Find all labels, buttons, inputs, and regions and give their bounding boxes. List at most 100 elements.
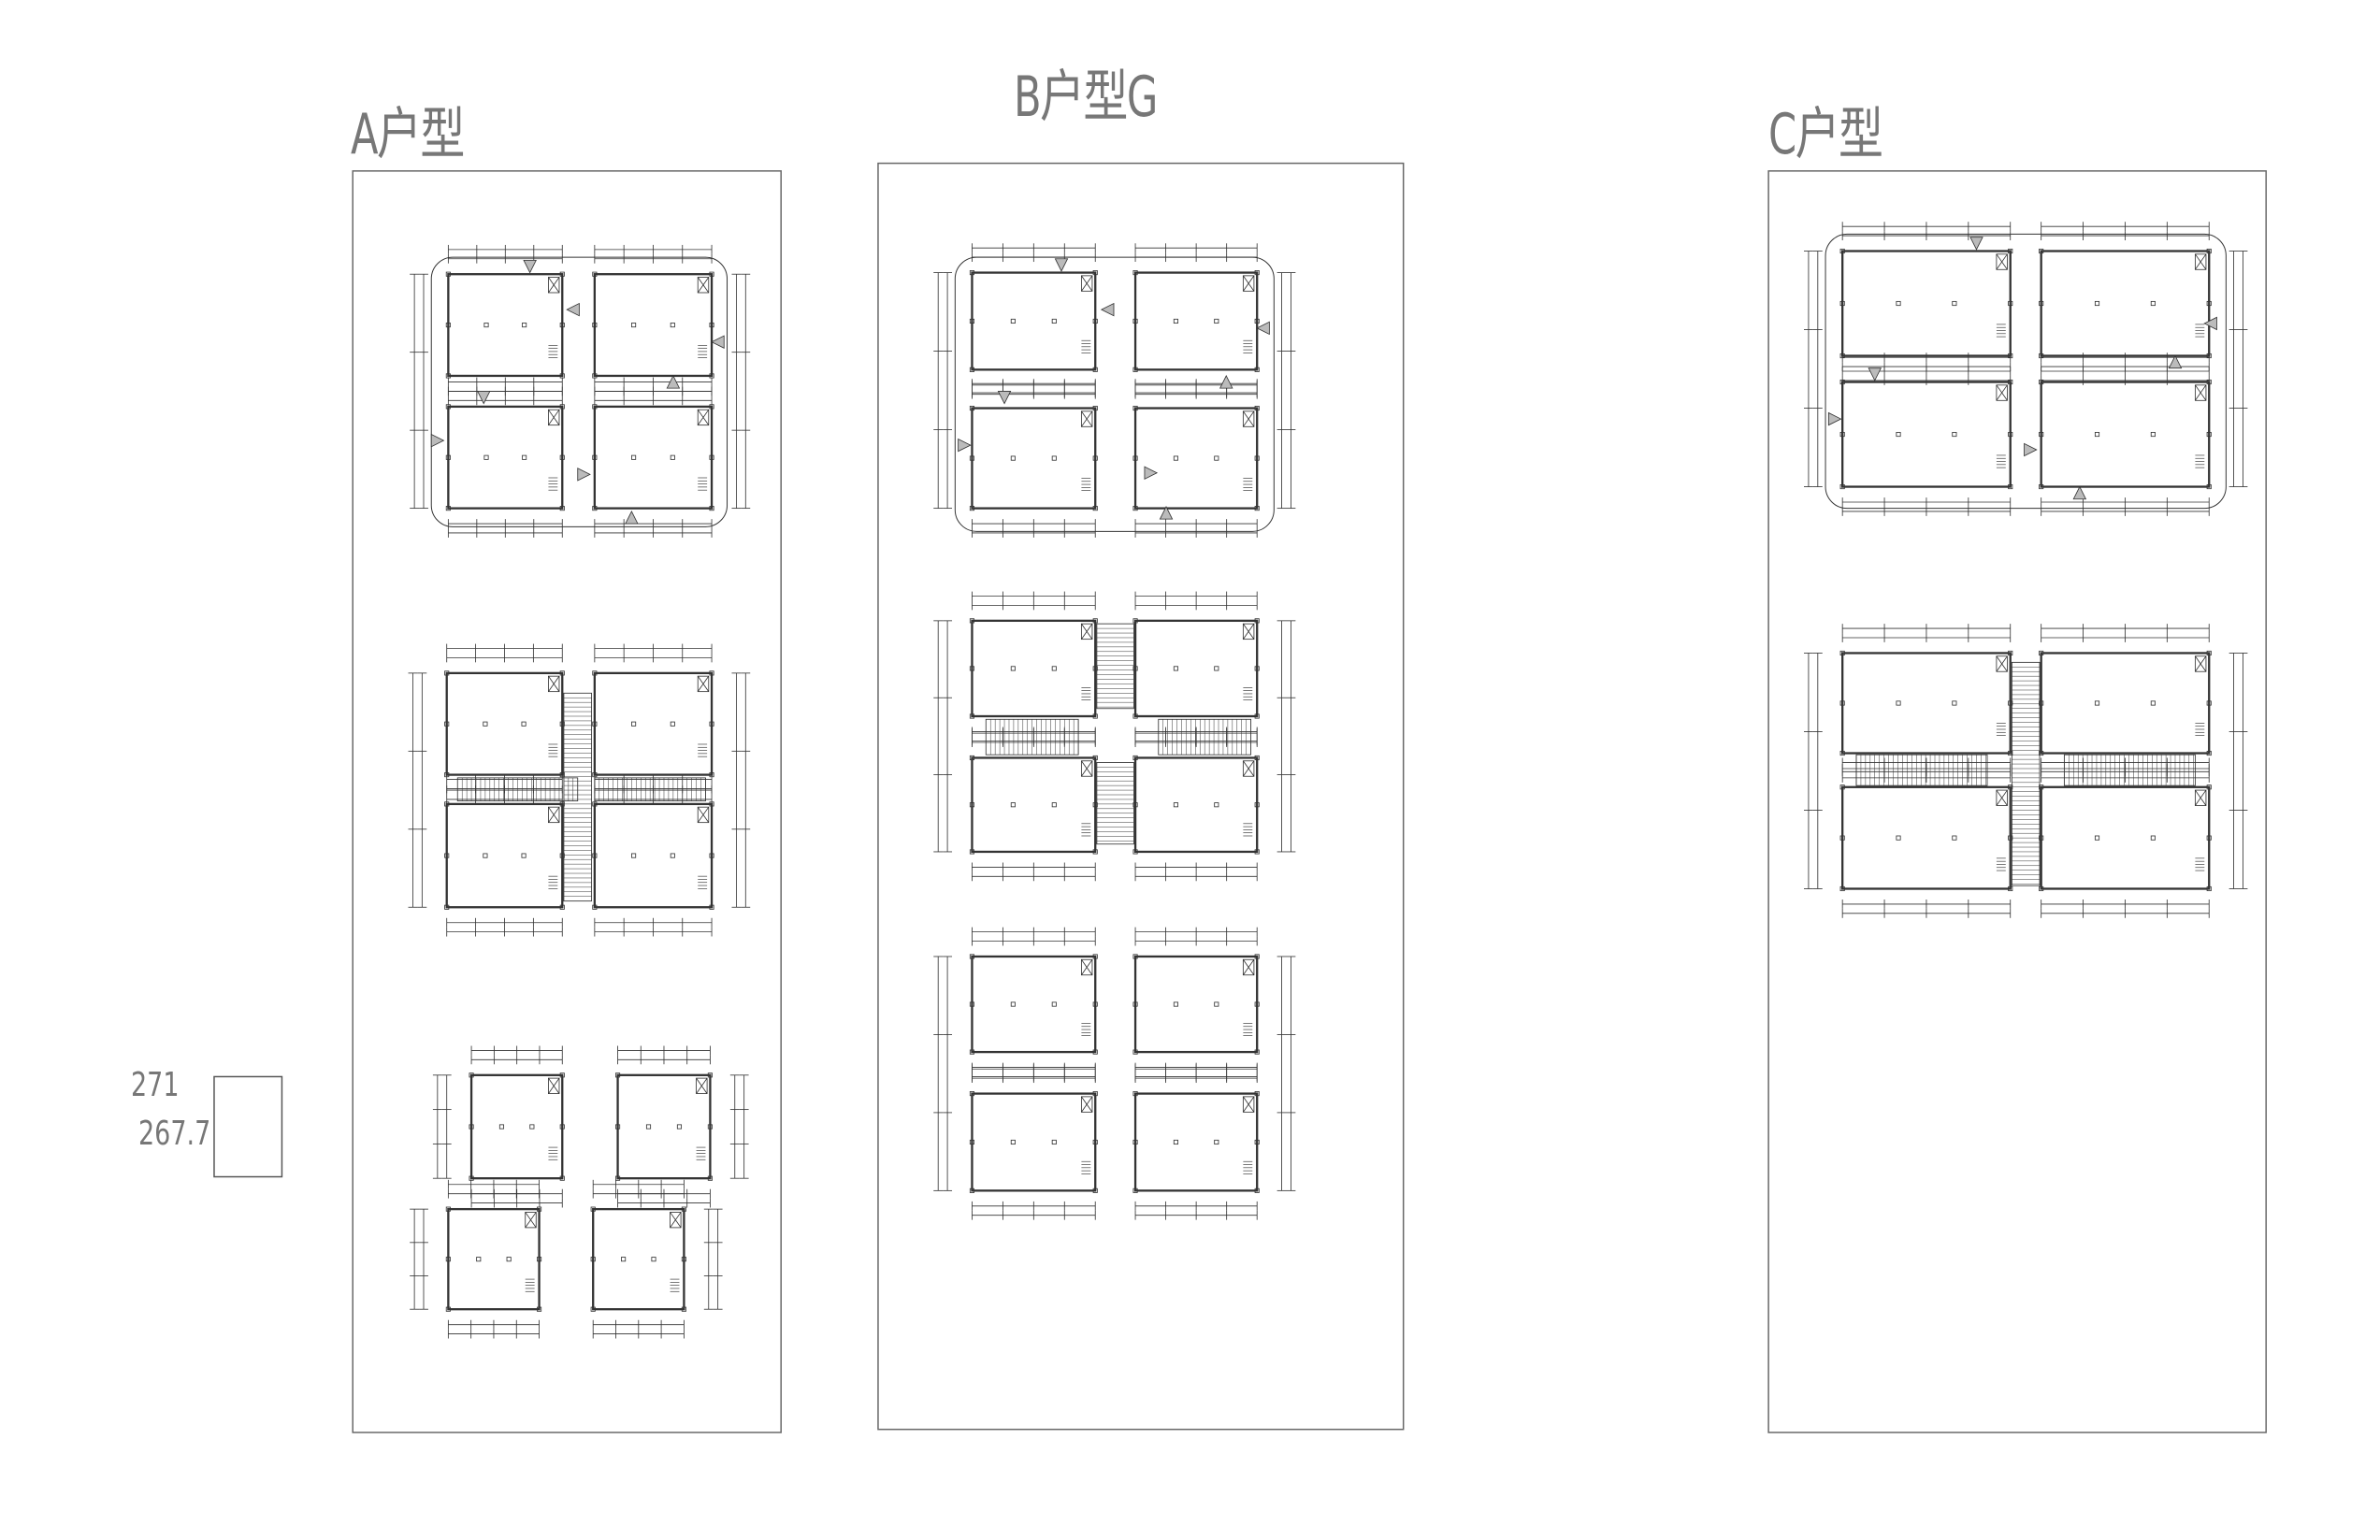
column-mark bbox=[2008, 248, 2013, 254]
column-mark bbox=[483, 323, 489, 328]
entrance-arrow-icon bbox=[577, 468, 591, 482]
column-mark bbox=[1254, 1001, 1260, 1007]
column-mark bbox=[709, 323, 714, 328]
column-mark bbox=[469, 1072, 474, 1078]
elevator-core bbox=[548, 277, 560, 294]
column-mark bbox=[2206, 650, 2212, 656]
column-mark bbox=[1092, 802, 1098, 808]
column-mark bbox=[615, 1124, 621, 1130]
site-road-border bbox=[954, 256, 1275, 532]
column-mark bbox=[969, 1001, 974, 1007]
column-mark bbox=[537, 1257, 542, 1262]
column-mark bbox=[1092, 318, 1098, 324]
column-mark bbox=[2008, 750, 2013, 756]
column-mark bbox=[2206, 483, 2212, 490]
room-outline bbox=[593, 802, 714, 909]
sheet-frame-b bbox=[877, 162, 1405, 1431]
column-mark bbox=[615, 1072, 621, 1078]
column-mark bbox=[1254, 666, 1260, 671]
column-mark bbox=[506, 1257, 512, 1262]
column-mark bbox=[590, 1257, 596, 1262]
elevator-cross bbox=[548, 675, 560, 692]
column-mark bbox=[2008, 300, 2013, 307]
entrance-arrow-icon bbox=[1219, 375, 1233, 389]
elevator-cross bbox=[697, 806, 710, 823]
column-mark bbox=[615, 1175, 621, 1181]
elevator-cross bbox=[1081, 1096, 1093, 1113]
column-mark bbox=[592, 271, 598, 277]
column-mark bbox=[559, 1072, 565, 1078]
title-type-a: A户型 bbox=[351, 102, 465, 167]
column-mark bbox=[631, 721, 637, 727]
column-mark bbox=[1254, 1091, 1260, 1097]
column-mark bbox=[521, 853, 526, 858]
entrance-arrow-icon bbox=[1054, 258, 1069, 272]
title-type-b: B户型G bbox=[1014, 65, 1158, 130]
sheet-frame-a bbox=[352, 170, 782, 1433]
column-mark bbox=[1010, 1139, 1016, 1145]
entrance-arrow-icon bbox=[1256, 321, 1270, 336]
column-mark bbox=[559, 323, 565, 328]
column-mark bbox=[709, 853, 714, 858]
elevator-core bbox=[1242, 623, 1255, 640]
column-mark bbox=[1092, 270, 1098, 276]
column-mark bbox=[670, 721, 675, 727]
room-outline bbox=[1133, 407, 1259, 510]
elevator-cross bbox=[697, 277, 710, 294]
column-mark bbox=[559, 853, 565, 858]
elevator-core bbox=[697, 806, 710, 824]
elevator-cross bbox=[548, 409, 560, 425]
column-mark bbox=[2094, 300, 2100, 307]
column-mark bbox=[1010, 666, 1016, 671]
column-mark bbox=[1010, 802, 1016, 808]
elevator-cross bbox=[1996, 655, 2008, 672]
column-mark bbox=[2039, 300, 2044, 307]
column-mark bbox=[1132, 755, 1138, 761]
column-mark bbox=[1173, 455, 1178, 461]
column-mark bbox=[1254, 455, 1260, 461]
column-mark bbox=[969, 755, 974, 761]
column-mark bbox=[522, 323, 527, 328]
column-mark bbox=[1254, 802, 1260, 808]
column-mark bbox=[2150, 835, 2156, 841]
column-mark bbox=[1254, 270, 1260, 276]
elevator-core bbox=[2194, 384, 2207, 401]
column-mark bbox=[476, 1257, 482, 1262]
column-mark bbox=[559, 454, 565, 460]
column-mark bbox=[1839, 750, 1845, 756]
column-mark bbox=[2150, 300, 2156, 307]
site-road-border bbox=[430, 256, 728, 527]
elevator-core bbox=[548, 806, 560, 824]
elevator-cross bbox=[2195, 384, 2207, 401]
column-mark bbox=[1173, 1139, 1178, 1145]
column-mark bbox=[1254, 1049, 1260, 1055]
room-outline bbox=[445, 802, 564, 909]
column-mark bbox=[969, 802, 974, 808]
column-mark bbox=[969, 318, 974, 324]
column-mark bbox=[1839, 700, 1845, 706]
elevator-core bbox=[1080, 760, 1093, 777]
elevator-core bbox=[697, 277, 710, 294]
column-mark bbox=[2039, 885, 2044, 892]
room-outline bbox=[971, 271, 1097, 371]
column-mark bbox=[1173, 802, 1178, 808]
elevator-core bbox=[670, 1212, 682, 1229]
column-mark bbox=[2206, 300, 2212, 307]
column-mark bbox=[676, 1124, 683, 1130]
elevator-core bbox=[697, 675, 710, 693]
room-outline bbox=[616, 1073, 712, 1180]
room-outline bbox=[447, 1207, 541, 1311]
column-mark bbox=[445, 404, 451, 410]
column-mark bbox=[592, 801, 598, 807]
column-mark bbox=[1051, 802, 1057, 808]
legend-value-1: 271 bbox=[131, 1066, 180, 1104]
column-mark bbox=[1092, 405, 1098, 411]
entrance-arrow-icon bbox=[2168, 354, 2183, 369]
column-mark bbox=[592, 506, 598, 511]
column-mark bbox=[559, 506, 565, 511]
column-mark bbox=[1896, 431, 1901, 438]
column-mark bbox=[1092, 1091, 1098, 1097]
entrance-arrow-icon bbox=[1159, 506, 1174, 520]
column-mark bbox=[1839, 300, 1845, 307]
